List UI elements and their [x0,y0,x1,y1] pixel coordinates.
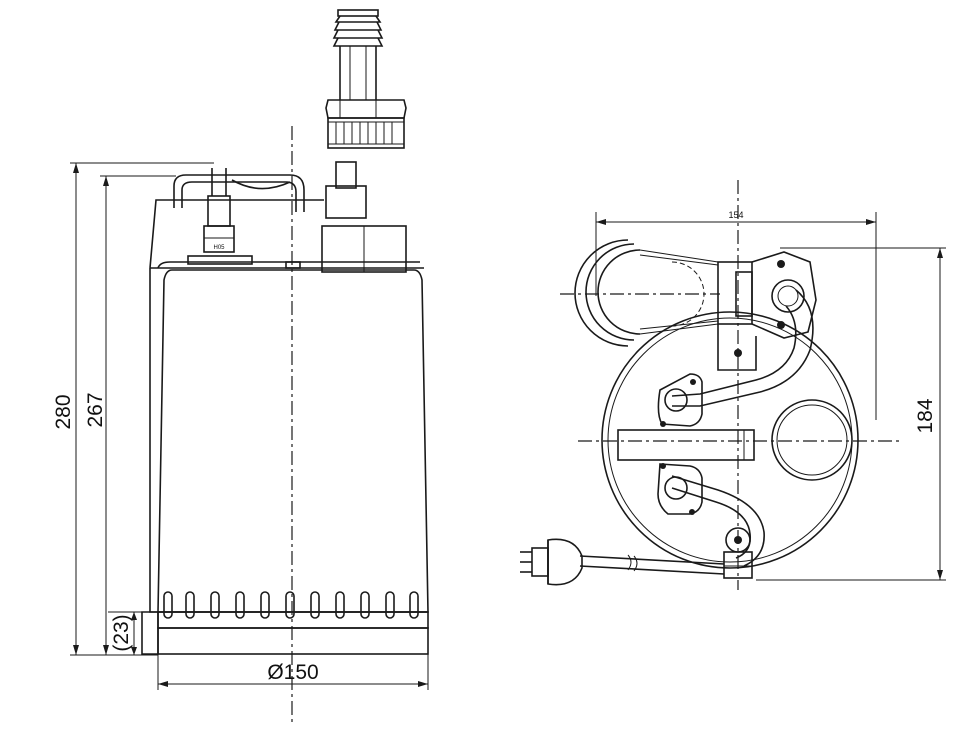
dimension-154: 154 [595,210,877,420]
dim-23-label: (23) [110,614,133,651]
pump-body [141,268,429,655]
upper-clamp [657,373,703,427]
side-view: H05 [52,9,429,726]
cable-bracket [734,251,817,357]
dimension-267: 267 [84,175,176,655]
outlet-port [771,399,853,481]
dimension-280: 280 [52,162,214,656]
top-view: 154 184 [520,180,946,590]
handle [173,174,305,212]
cable-routing [671,289,814,567]
dimension-diameter: Ø150 [157,654,429,690]
plug [520,538,583,586]
housing-circle [601,311,859,569]
dim-267-label: 267 [84,392,107,427]
connector-label: H05 [213,245,225,251]
motor-head [149,199,424,269]
cable-gland: H05 [187,168,253,265]
dim-280-label: 280 [52,394,75,429]
outlet-stub [321,161,407,273]
dimension-23: (23) [108,611,150,655]
float-bar [617,429,755,461]
dim-diameter-label: Ø150 [267,661,318,684]
hose-nozzle [325,9,407,149]
lower-clamp [657,463,703,515]
dim-154-label: 154 [728,210,743,220]
hanging-bracket [574,239,757,371]
cable-exit [723,527,753,579]
dim-184-label: 184 [914,398,937,433]
dimension-184: 184 [756,247,946,581]
inlet-slots [163,591,419,619]
power-cable [579,554,725,575]
